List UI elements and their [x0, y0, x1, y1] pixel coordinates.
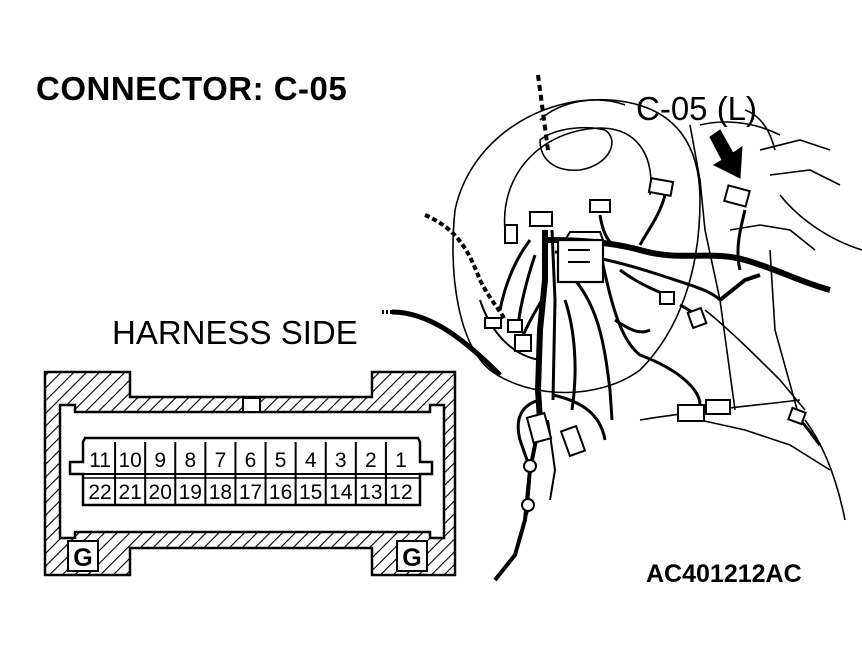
harness-side-label: HARNESS SIDE — [112, 314, 358, 351]
page-title: CONNECTOR: C-05 — [36, 70, 348, 107]
pin-number-11: 11 — [89, 449, 111, 472]
pin-number-20: 20 — [149, 481, 172, 504]
pin-dividers — [114, 442, 387, 505]
pin-number-2: 2 — [365, 449, 377, 472]
steering-column-dashed — [536, 74, 550, 151]
pin-number-1: 1 — [395, 449, 407, 472]
pin-number-3: 3 — [335, 449, 347, 472]
wire-connector — [559, 424, 587, 458]
wire-connector — [787, 406, 807, 426]
wire-connector — [504, 224, 518, 244]
wire-connector — [647, 177, 675, 197]
connector-callout-label: C-05 (L) — [636, 90, 758, 127]
wire-connector — [589, 199, 611, 213]
pin-number-14: 14 — [329, 481, 353, 504]
pin-number-21: 21 — [118, 481, 141, 504]
pin-number-5: 5 — [275, 449, 287, 472]
ground-terminal — [521, 498, 535, 512]
pin-number-4: 4 — [305, 449, 317, 472]
pin-number-9: 9 — [154, 449, 166, 472]
figure-code: AC401212AC — [646, 560, 802, 588]
ground-mark-right — [396, 540, 428, 572]
harness-illustration — [424, 74, 862, 582]
pin-numbers-bottom: 22 21 20 19 18 17 16 15 14 13 12 — [88, 481, 412, 504]
wire-connector — [525, 411, 553, 445]
pin-number-7: 7 — [215, 449, 227, 472]
pin-number-13: 13 — [359, 481, 382, 504]
wire-connector — [529, 211, 553, 227]
wire-connector — [507, 319, 523, 333]
ground-mark-left — [67, 540, 99, 572]
pin-number-6: 6 — [245, 449, 257, 472]
wire-connector — [677, 404, 705, 422]
wire-connector — [484, 317, 502, 329]
pin-number-16: 16 — [269, 481, 292, 504]
harness-lead-wire — [391, 309, 502, 377]
wire-connector — [514, 334, 532, 352]
wire-connector — [686, 306, 708, 330]
pin-number-12: 12 — [389, 481, 412, 504]
pin-number-19: 19 — [179, 481, 202, 504]
ground-label-right: G — [402, 544, 421, 572]
pin-number-15: 15 — [299, 481, 322, 504]
pin-number-22: 22 — [88, 481, 111, 504]
connector-lock-tab — [242, 397, 261, 413]
pin-number-10: 10 — [118, 449, 141, 472]
arrow-icon — [709, 129, 743, 179]
c05-connector — [723, 184, 751, 208]
ground-label-left: G — [73, 544, 92, 572]
pin-number-8: 8 — [184, 449, 196, 472]
wire-connector — [659, 291, 675, 305]
pin-number-18: 18 — [209, 481, 232, 504]
wire-connector — [705, 399, 731, 415]
pin-block — [68, 436, 434, 507]
ground-terminal — [523, 459, 537, 473]
pin-number-17: 17 — [239, 481, 262, 504]
